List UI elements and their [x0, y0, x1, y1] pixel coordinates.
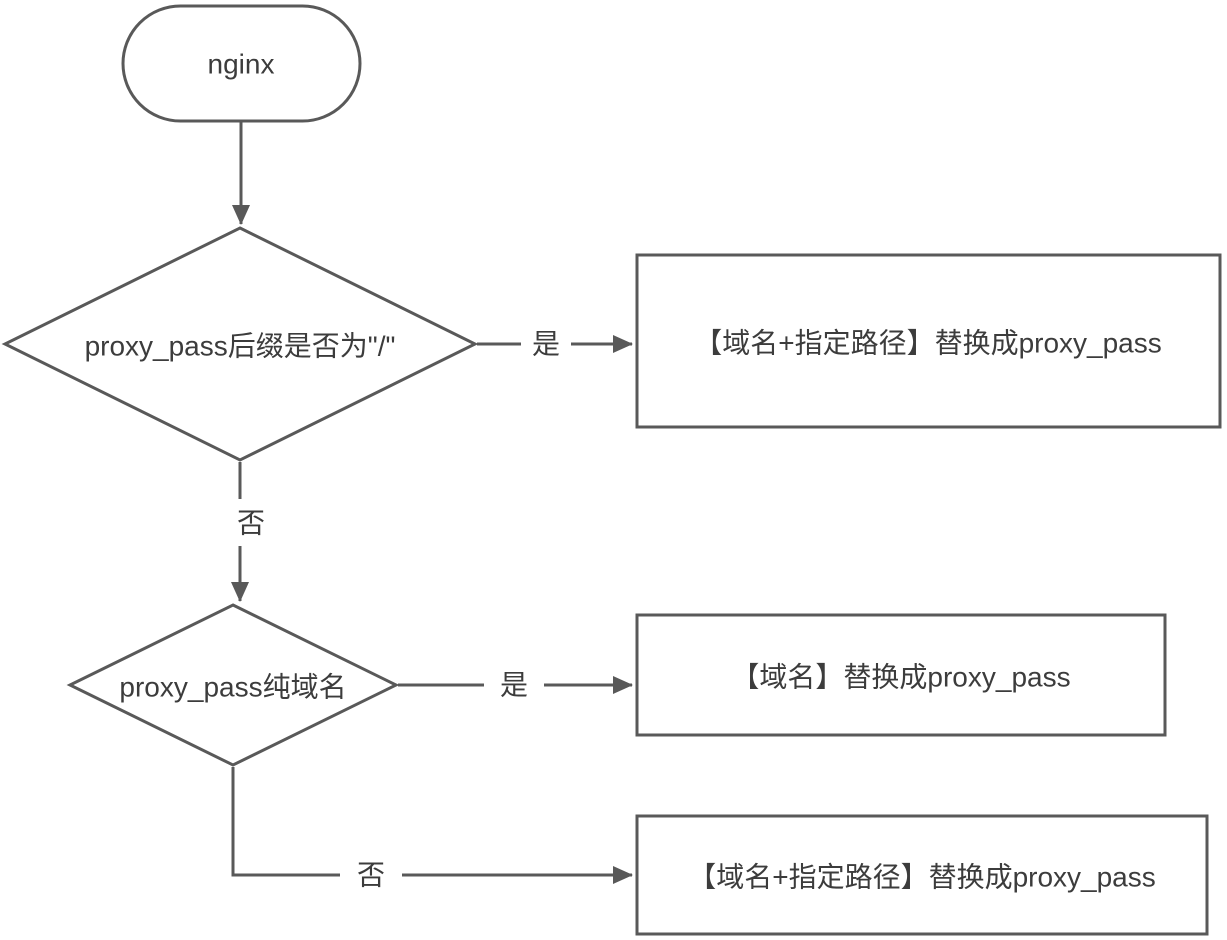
node-decision1-shape: [1, 226, 479, 462]
edge-decision2-no-line: [231, 767, 633, 884]
node-decision2: proxy_pass纯域名: [66, 603, 400, 767]
edge-decision2-no-label-bg: [340, 852, 402, 898]
edge-decision1-yes-label-bg: [521, 321, 571, 367]
node-process-no2-label: 【域名+指定路径】替换成proxy_pass: [688, 862, 1156, 893]
node-process-yes2-label: 【域名】替换成proxy_pass: [731, 662, 1070, 693]
edge-decision2-yes-label: 是: [500, 670, 528, 701]
node-process-no2: 【域名+指定路径】替换成proxy_pass: [635, 814, 1209, 936]
edge-decision1-no: 否: [226, 462, 276, 602]
edge-decision1-yes: 是: [477, 321, 633, 367]
edge-decision1-no-label-bg: [226, 499, 276, 546]
node-process-yes2-shape: [635, 613, 1167, 737]
node-decision2-shape: [66, 603, 400, 767]
edge-decision2-no-label: 否: [357, 860, 385, 891]
edge-decision1-no-label: 否: [237, 508, 265, 539]
edge-decision1-yes-label: 是: [532, 329, 560, 360]
edge-decision2-yes-label-bg: [484, 662, 544, 708]
node-start-shape: [121, 4, 362, 123]
node-process-yes2: 【域名】替换成proxy_pass: [635, 613, 1167, 737]
node-start-label: nginx: [208, 49, 275, 80]
node-start: nginx: [121, 4, 362, 123]
edge-decision2-yes: 是: [398, 662, 633, 708]
node-decision1-label: proxy_pass后缀是否为"/": [85, 331, 396, 362]
node-process-yes1-label: 【域名+指定路径】替换成proxy_pass: [694, 328, 1162, 359]
node-process-yes1-shape: [635, 253, 1222, 429]
node-decision2-label: proxy_pass纯域名: [119, 672, 346, 703]
node-process-yes1: 【域名+指定路径】替换成proxy_pass: [635, 253, 1222, 429]
edge-decision2-no: 否: [231, 767, 633, 898]
node-decision1: proxy_pass后缀是否为"/": [1, 226, 479, 462]
node-process-no2-shape: [635, 814, 1209, 936]
